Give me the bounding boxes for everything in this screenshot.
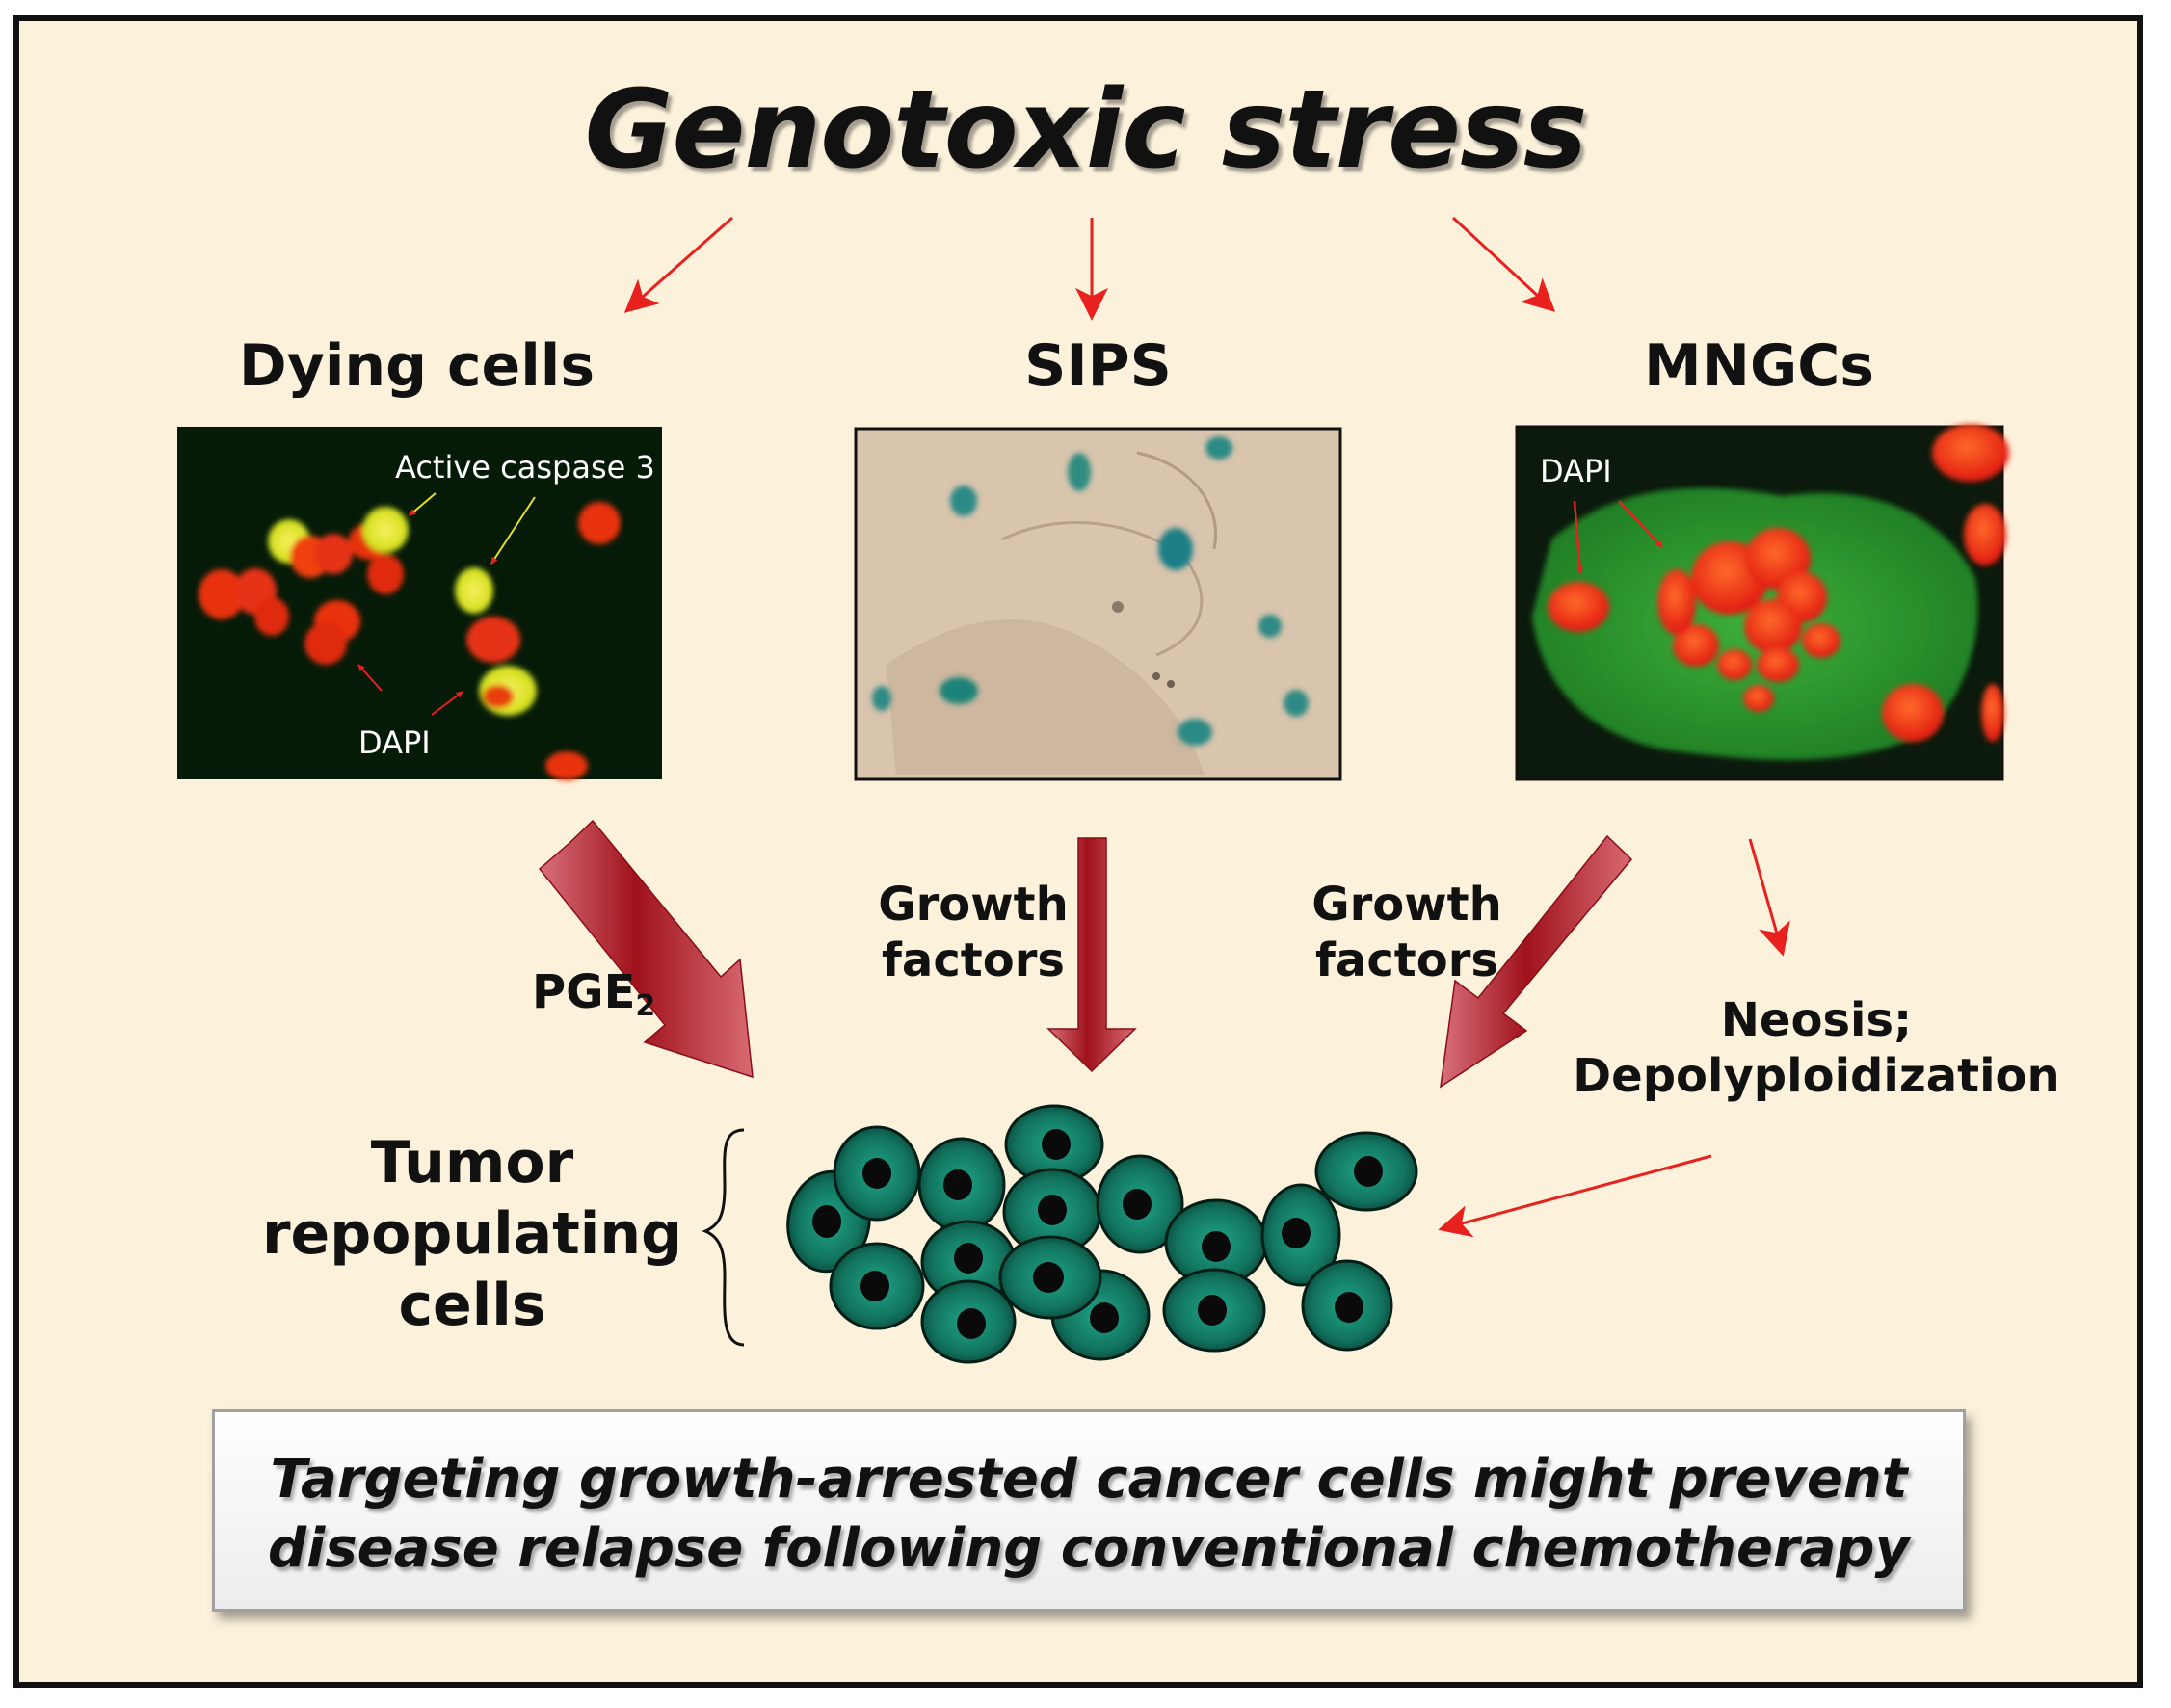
mngc-micrograph xyxy=(1515,424,2009,781)
pge2-label: PGE2 xyxy=(532,965,656,1023)
tumor-brace xyxy=(702,1128,745,1347)
dapi-annotation-mngc: DAPI xyxy=(1540,453,1612,489)
tumor-repopulating-cells-label: Tumor repopulating cells xyxy=(261,1129,683,1339)
tumor-cell xyxy=(1260,1183,1341,1287)
tumor-cell xyxy=(920,1279,1017,1364)
arrow-to-neosis xyxy=(1748,838,1790,957)
arrow-to-mngc xyxy=(1451,216,1556,312)
caspase-annotation: Active caspase 3 xyxy=(395,449,655,486)
arrow-to-dying xyxy=(623,216,733,313)
tumor-cell xyxy=(829,1242,925,1330)
title-arrows xyxy=(623,216,1556,321)
page-title: Genotoxic stress xyxy=(584,67,1588,193)
dapi-annotation-dying: DAPI xyxy=(358,724,431,761)
arrow-pge xyxy=(538,819,754,1079)
arrow-growth-1 xyxy=(1046,837,1137,1073)
tumor-cell xyxy=(1314,1131,1418,1212)
arrow-growth-2 xyxy=(1440,834,1633,1089)
dying-cells-label: Dying cells xyxy=(238,332,596,400)
tumor-cell xyxy=(998,1235,1102,1320)
thick-arrows xyxy=(538,819,1633,1089)
growth-factors-label-2: Growth factors xyxy=(1311,878,1502,987)
tumor-cell-cluster xyxy=(786,1104,1418,1364)
conclusion-box xyxy=(212,1409,1966,1612)
tumor-cell xyxy=(1301,1259,1393,1352)
sips-label: SIPS xyxy=(1024,332,1172,400)
tumor-cell xyxy=(1096,1154,1184,1254)
arrow-neosis-to-cells xyxy=(1438,1154,1712,1238)
tumor-cell xyxy=(917,1137,1006,1233)
tumor-cell xyxy=(833,1125,921,1222)
dying-cells-micrograph xyxy=(177,427,662,780)
sips-micrograph xyxy=(854,427,1342,781)
conclusion-text: Targeting growth-arrested cancer cells m… xyxy=(268,1448,1910,1580)
neosis-label: Neosis; Depolyploidization xyxy=(1573,993,2060,1103)
tumor-cell xyxy=(1162,1268,1266,1353)
mngc-label: MNGCs xyxy=(1644,332,1874,400)
growth-factors-label-1: Growth factors xyxy=(878,878,1069,987)
